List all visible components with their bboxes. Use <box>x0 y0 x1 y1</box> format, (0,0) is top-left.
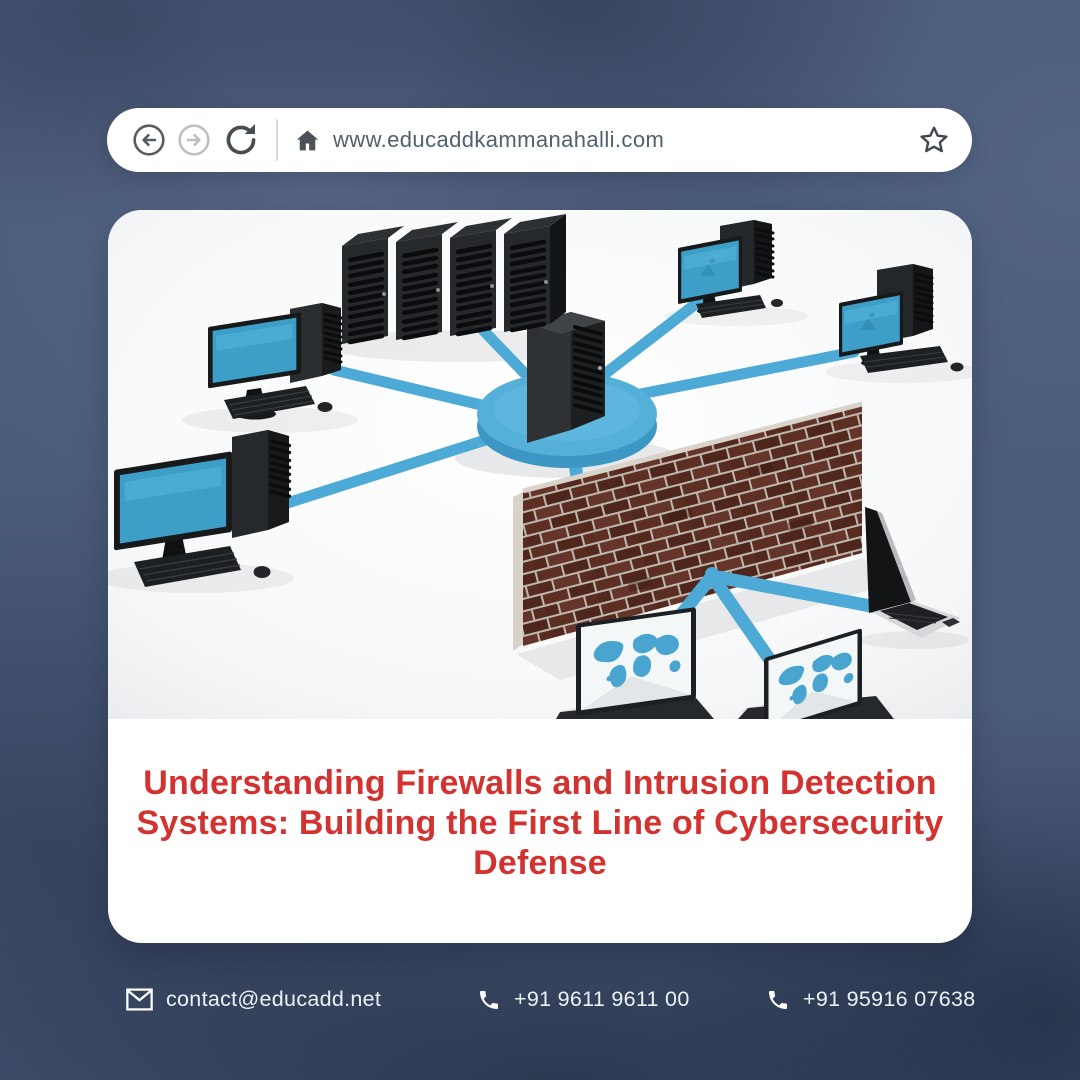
phone-secondary-text: +91 95916 07638 <box>803 987 976 1011</box>
hub-server-tower <box>527 312 605 443</box>
desktop-computer-top-right <box>678 220 783 318</box>
laptop-dark-right <box>865 507 961 638</box>
mail-icon <box>126 988 153 1011</box>
laptop-world-map-right <box>738 628 894 719</box>
bookmark-star-icon[interactable] <box>918 124 950 156</box>
server-rack <box>342 214 566 344</box>
browser-nav-buttons <box>131 120 261 160</box>
email-text: contact@educadd.net <box>166 987 382 1011</box>
url-text[interactable]: www.educaddkammanahalli.com <box>333 127 665 152</box>
desktop-computer-left <box>208 303 343 420</box>
desktop-computer-right <box>839 264 964 373</box>
refresh-icon[interactable] <box>221 120 261 160</box>
content-card: Understanding Firewalls and Intrusion De… <box>108 210 972 943</box>
desktop-computer-bottom-left <box>114 430 292 587</box>
browser-bar: www.educaddkammanahalli.com <box>107 108 972 172</box>
laptop-world-map-left <box>556 607 714 719</box>
phone-contact-primary: +91 9611 9611 00 <box>477 987 690 1012</box>
network-firewall-illustration <box>108 210 972 719</box>
phone-icon <box>480 990 498 1009</box>
divider <box>276 119 278 161</box>
address-bar[interactable]: www.educaddkammanahalli.com <box>294 127 664 154</box>
forward-icon[interactable] <box>176 122 212 158</box>
phone-icon <box>769 990 787 1009</box>
back-icon[interactable] <box>131 122 167 158</box>
article-title: Understanding Firewalls and Intrusion De… <box>136 764 944 883</box>
footer: contact@educadd.net +91 9611 9611 00 +91… <box>0 984 1080 1044</box>
cable-junction <box>705 567 719 581</box>
phone-primary-text: +91 9611 9611 00 <box>514 987 690 1011</box>
email-contact: contact@educadd.net <box>126 987 381 1012</box>
phone-contact-secondary: +91 95916 07638 <box>766 987 976 1012</box>
home-icon <box>296 129 319 150</box>
firewall-brick-wall <box>513 401 863 651</box>
